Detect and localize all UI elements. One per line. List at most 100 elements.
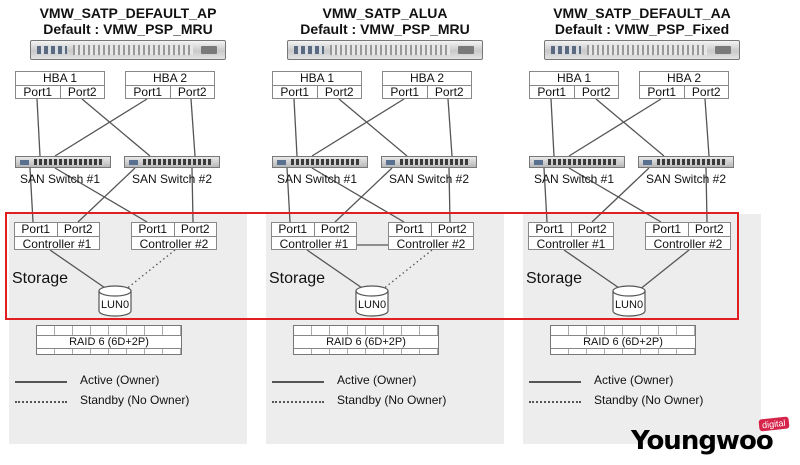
raid-label: RAID 6 (6D+2P) [294,335,438,349]
satp-title: VMW_SATP_ALUA [322,5,448,21]
column-default-aa: VMW_SATP_DEFAULT_AA Default : VMW_PSP_Fi… [514,0,770,465]
logo-word: Youngwoo [631,426,774,456]
hba-1-port2: Port2 [316,86,362,99]
wire-hba1p2-sw2 [81,98,151,157]
san-switch-2-label: SAN Switch #2 [646,172,727,186]
psp-default: Default : VMW_PSP_MRU [43,21,213,37]
raid-group: RAID 6 (6D+2P) [293,325,439,355]
legend-standby-text: Standby (No Owner) [594,393,704,407]
wire-ctrl1-lun [563,249,623,291]
controller-1-name: Controller #1 [279,237,349,251]
column-alua: VMW_SATP_ALUA Default : VMW_PSP_MRU HBA … [257,0,513,465]
hba-2-name: HBA 2 [126,72,214,86]
legend-solid-line [272,381,324,383]
hba-1-port2: Port2 [573,86,619,99]
controller-1-port1: Port1 [21,222,51,236]
legend-active-text: Active (Owner) [80,373,160,387]
san-switch-2-icon [124,156,220,168]
wire-hba1p1-sw1 [36,98,41,157]
hba-1-port1: Port1 [23,85,53,99]
san-switch-2-icon [381,156,477,168]
lun-label: LUN0 [100,299,130,311]
hba-2-port2: Port2 [426,86,472,99]
connection-lines [286,98,453,291]
controller-2: Port1 Port2 Controller #2 [131,222,217,251]
hba-2-port1: Port1 [133,85,163,99]
wire-ctrl2-lun [638,249,690,291]
controller-2-port1: Port1 [395,222,425,236]
controller-2-port1: Port1 [652,222,682,236]
wire-ctrl1-lun [49,249,109,291]
satp-title: VMW_SATP_DEFAULT_AP [39,5,217,21]
controller-2-port2: Port2 [430,223,474,236]
hba-1-port1: Port1 [537,85,567,99]
controller-1-port1: Port1 [535,222,565,236]
controller-1-port2: Port2 [570,223,614,236]
controller-1-name: Controller #1 [536,237,606,251]
hba-2-port1: Port1 [647,85,677,99]
legend-standby-text: Standby (No Owner) [80,393,190,407]
raid-group: RAID 6 (6D+2P) [550,325,696,355]
raid-group: RAID 6 (6D+2P) [36,325,182,355]
hba-1-name: HBA 1 [530,72,618,86]
san-switch-1-label: SAN Switch #1 [534,172,615,186]
legend-active-text: Active (Owner) [594,373,674,387]
column-default-ap: VMW_SATP_DEFAULT_AP Default : VMW_PSP_MR… [0,0,256,465]
server-icon [30,40,226,60]
server-icon [287,40,483,60]
controller-2-name: Controller #2 [653,237,723,251]
storage-label: Storage [12,270,69,287]
controller-2-name: Controller #2 [139,237,209,251]
san-switch-2-icon [638,156,734,168]
hba-1: HBA 1 Port1 Port2 [272,71,362,99]
wire-hba2p2-sw2 [447,98,453,157]
wire-ctrl1-lun [306,249,366,291]
wire-hba2p2-sw2 [190,98,196,157]
hba-1-port2: Port2 [59,86,105,99]
hba-1-port1: Port1 [280,85,310,99]
youngwoo-digital-logo: Youngwoo digital [631,416,791,458]
legend-dotted-line [272,401,324,403]
controller-2-port2: Port2 [173,223,217,236]
wire-hba2p1-sw1 [311,98,405,157]
raid-label: RAID 6 (6D+2P) [37,335,181,349]
controller-2: Port1 Port2 Controller #2 [645,222,731,251]
server-icon [544,40,740,60]
hba-2: HBA 2 Port1 Port2 [639,71,729,99]
wire-hba2p1-sw1 [568,98,662,157]
san-switch-1-label: SAN Switch #1 [277,172,358,186]
wire-ctrl2-lun [124,249,176,291]
legend-solid-line [15,381,67,383]
controller-1-port2: Port2 [56,223,100,236]
controller-2-port1: Port1 [138,222,168,236]
controller-1-port2: Port2 [313,223,357,236]
hba-2: HBA 2 Port1 Port2 [125,71,215,99]
san-switch-2-label: SAN Switch #2 [132,172,213,186]
hba-1: HBA 1 Port1 Port2 [529,71,619,99]
controller-1: Port1 Port2 Controller #1 [528,222,614,251]
legend-standby-text: Standby (No Owner) [337,393,447,407]
lun-cylinder-icon [355,285,389,317]
san-switch-1-icon [15,156,111,168]
legend-active-text: Active (Owner) [337,373,417,387]
hba-2-name: HBA 2 [640,72,728,86]
lun-cylinder-icon [98,285,132,317]
wire-hba1p1-sw1 [550,98,555,157]
wire-hba2p1-sw1 [54,98,148,157]
hba-2-port2: Port2 [169,86,215,99]
lun-label: LUN0 [357,299,387,311]
psp-default: Default : VMW_PSP_MRU [300,21,470,37]
san-switch-1-label: SAN Switch #1 [20,172,101,186]
lun-label: LUN0 [614,299,644,311]
wire-hba1p2-sw2 [595,98,665,157]
satp-title: VMW_SATP_DEFAULT_AA [553,5,731,21]
controller-1-port1: Port1 [278,222,308,236]
hba-2: HBA 2 Port1 Port2 [382,71,472,99]
wire-ctrl2-lun [381,249,433,291]
legend-dotted-line [15,401,67,403]
controller-2-name: Controller #2 [396,237,466,251]
storage-label: Storage [526,270,583,287]
controller-1-name: Controller #1 [22,237,92,251]
san-switch-1-icon [272,156,368,168]
hba-2-port2: Port2 [683,86,729,99]
